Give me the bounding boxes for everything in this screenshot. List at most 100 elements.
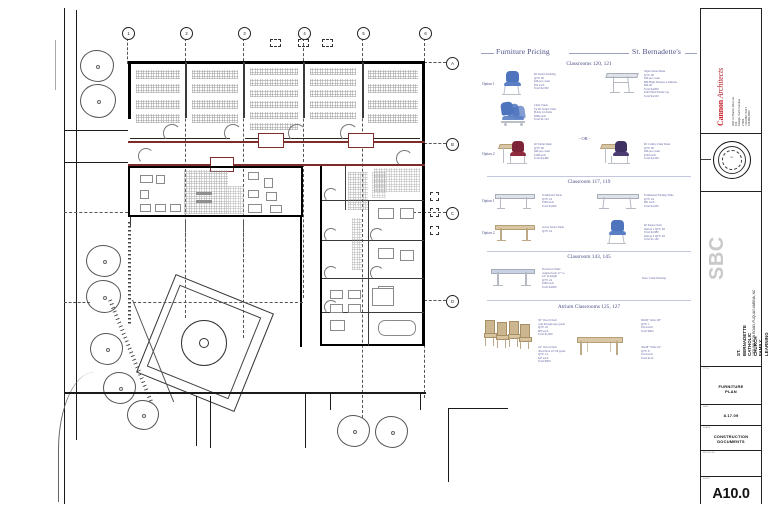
atrium-circle-outer: [181, 320, 227, 366]
desk-row: [310, 68, 356, 75]
column-marker: [430, 226, 439, 235]
desk-row: [136, 84, 180, 93]
desk-row: [250, 112, 298, 119]
classroom-partition: [185, 62, 187, 118]
site-line-bottom: [448, 408, 508, 409]
tree-symbol: [80, 84, 116, 118]
label-phase: PHASE: [703, 427, 711, 429]
grid-bubble-2: 2: [180, 27, 193, 40]
centerline-horizontal: [128, 302, 303, 303]
label-revisions: REVISIONS: [703, 452, 715, 454]
serving-counter: [196, 200, 212, 203]
option-label-2b: Option 2: [482, 231, 495, 235]
firm-name-italic: Architects: [716, 68, 725, 99]
office-partition: [368, 200, 370, 346]
titleblock-divider: [700, 133, 762, 134]
sheet-date: 8.17.09: [723, 413, 739, 418]
column-marker: [322, 39, 333, 47]
grid-bubble-b: B: [446, 138, 459, 151]
commons-table: [170, 204, 181, 212]
desk-row: [250, 101, 298, 108]
wood-chair-group-art: [483, 318, 532, 352]
label-title: TITLE: [703, 368, 709, 370]
project-phase: CONSTRUCTION DOCUMENTS: [713, 434, 749, 444]
preschool-table-art: [491, 266, 535, 290]
section-title-atrium-125-127: Atrium Classrooms 125, 127: [557, 304, 621, 310]
or-divider: - OR -: [579, 136, 591, 141]
header-rule-left: [481, 53, 494, 54]
grid-bubble-a: A: [446, 57, 459, 70]
firm-logo: Cannon Architects: [716, 68, 725, 126]
section-separator: [487, 300, 691, 301]
plan-base-line: [64, 392, 426, 394]
spec-wood-chair-36: 36" Wood Chair /oak through dye grade QT…: [538, 318, 565, 336]
grid-leader-c: [408, 212, 446, 213]
corridor-wall-hatch-n2: [245, 138, 420, 140]
door-swing: [163, 124, 181, 142]
door-swing: [340, 124, 358, 142]
office-desk: [378, 248, 394, 259]
desk-row: [368, 100, 418, 109]
spec-acton-series-table: Acton Series Table QTY. 24: [542, 225, 564, 233]
panel-header-right: St. Bernadette's: [632, 47, 681, 56]
grid-bubble-6: 6: [419, 27, 432, 40]
classroom-partition: [362, 62, 364, 118]
exterior-wall-north: [128, 61, 425, 64]
door-swing: [370, 228, 384, 242]
firm-name: Cannon: [716, 100, 725, 126]
grid-leader-1: [127, 38, 128, 64]
property-line: [64, 212, 128, 213]
door-swing: [324, 266, 338, 280]
rj-series-chair-art: [605, 220, 633, 246]
commons-wall-south: [128, 215, 303, 218]
section-separator: [487, 251, 691, 252]
site-line: [420, 394, 421, 410]
office-storage: [352, 218, 362, 270]
spec-table-24: 30x48" Table 24" QTY. 8 $114 each Total …: [641, 345, 662, 360]
traditional-table-art: [495, 192, 535, 212]
tree-symbol: [337, 415, 370, 447]
desk-row: [136, 114, 180, 123]
commons-table: [140, 204, 151, 212]
desk-row: [250, 79, 298, 86]
option-label-2a: Option 1: [482, 199, 495, 203]
titleblock-divider: [700, 404, 762, 405]
titleblock-divider: [700, 366, 762, 367]
professional-seal: NC: [713, 141, 751, 179]
spec-wood-chair-24: 24" Wood Chair /Preschool 10 5/8 grade Q…: [538, 345, 566, 363]
serving-counter: [196, 192, 212, 195]
door-swing: [138, 148, 154, 164]
project-address: 1005 WILBON ROAD, FUQUAY-VARINA, NC: [752, 289, 756, 356]
titleblock-right-border: [761, 8, 762, 504]
panel-header-left: Furniture Pricing: [496, 47, 550, 56]
desk-row: [310, 112, 356, 119]
column-marker: [270, 39, 281, 47]
site-line-outer: [55, 40, 56, 90]
centerline-vertical: [243, 222, 244, 262]
project-watermark: SBC: [706, 236, 728, 280]
desk-row: [136, 100, 180, 109]
desk-row: [368, 114, 418, 123]
desk-row: [250, 68, 298, 75]
titleblock-divider: [700, 425, 762, 426]
office-desk: [378, 208, 394, 219]
spec-desk-student-blue: Signa Series Desk QTY. 60 $46 per count …: [644, 69, 677, 98]
commons-wall-west: [128, 166, 131, 217]
door-swing: [396, 150, 413, 167]
exterior-wall-west-upper: [128, 61, 131, 119]
commons-table: [140, 190, 149, 199]
grid-bubble-c: C: [446, 207, 459, 220]
desk-row: [250, 90, 298, 97]
desk-row: [192, 70, 238, 79]
classroom-desks-right: [374, 168, 420, 192]
atrium-wall-east: [300, 217, 303, 347]
section-title-classrooms-120-121: Classrooms 120, 121: [566, 61, 612, 67]
vestibule-door: [258, 133, 284, 148]
site-line: [330, 394, 331, 410]
grid-bubble-1: 1: [122, 27, 135, 40]
office-workstation: [372, 288, 394, 306]
office-desk: [348, 290, 361, 299]
office-desk: [400, 208, 414, 219]
door-swing: [324, 188, 338, 202]
commons-table: [248, 190, 259, 198]
